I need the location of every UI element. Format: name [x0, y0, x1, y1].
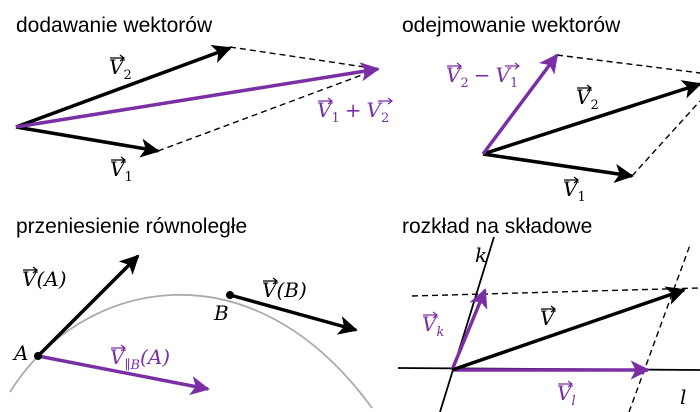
point-a-label: A [12, 341, 28, 365]
axis-k-label: k [475, 243, 487, 267]
point-b-dot [226, 291, 234, 299]
label-difference: V2−V1 [446, 62, 520, 91]
svg-text:V(A): V(A) [22, 267, 67, 291]
vector-v1-arrow [482, 152, 634, 183]
svg-text:Vk: Vk [422, 312, 444, 340]
panel-subtraction: odejmowanie wektorów V2−V1 V2 V1 [402, 14, 700, 205]
label-v: V [540, 305, 557, 330]
curve-path [9, 293, 373, 409]
axis-l-label: l [680, 385, 686, 409]
panel-title-decomposition: rozkład na składowe [402, 215, 592, 238]
svg-text:V1: V1 [563, 177, 586, 205]
vector-vk-arrow [450, 288, 488, 371]
svg-text:V2: V2 [576, 85, 599, 113]
parallelogram-edge-bottom [157, 68, 379, 152]
vector-hat-icon [541, 305, 556, 313]
vector-hat-icon [577, 84, 592, 92]
point-b-label: B [213, 301, 229, 325]
vector-hat-icon [423, 311, 438, 319]
vector-hat-icon [318, 97, 333, 105]
vector-hat-icon [111, 156, 126, 164]
panel-title-subtraction: odejmowanie wektorów [402, 14, 621, 37]
vector-sum-arrow [15, 62, 380, 129]
label-v2: V2 [109, 54, 132, 83]
parallelogram-edge-right [631, 100, 700, 177]
construction-line-horizontal [411, 287, 700, 297]
label-vk: Vk [422, 311, 444, 340]
svg-text:Vl: Vl [557, 381, 576, 409]
vector-v-at-a-arrow [36, 254, 140, 358]
svg-text:V1+V2: V1+V2 [317, 98, 389, 126]
panel-decomposition: rozkład na składowe k l V Vk Vl [397, 215, 700, 412]
vector-v-at-b-arrow [229, 293, 358, 335]
svg-text:V∥B(A): V∥B(A) [110, 345, 170, 373]
label-vl: Vl [557, 380, 576, 409]
point-a-dot [34, 352, 42, 360]
svg-text:V: V [540, 306, 557, 330]
svg-text:V2−V1: V2−V1 [446, 63, 518, 91]
label-sum: V1+V2 [317, 97, 393, 126]
vector-v2-arrow [15, 44, 232, 129]
svg-text:V(B): V(B) [262, 278, 307, 302]
axis-k-line [439, 236, 495, 412]
panel-title-transport: przeniesienie równoległe [16, 215, 247, 238]
vector-hat-icon [110, 54, 125, 62]
parallelogram-edge-top [229, 46, 379, 70]
vector-hat-icon [378, 97, 393, 105]
vector-v2-arrow [482, 80, 700, 156]
vector-hat-icon [558, 380, 573, 388]
label-v-transported: V∥B(A) [110, 344, 170, 373]
vector-v1-arrow [15, 125, 160, 158]
label-v-a: V(A) [22, 266, 67, 291]
label-v-b: V(B) [262, 277, 307, 302]
vector-hat-icon [23, 266, 38, 274]
vector-hat-icon [447, 62, 462, 70]
vector-difference-arrow [481, 53, 559, 156]
vector-transported-arrow [37, 354, 210, 396]
svg-text:V1: V1 [110, 157, 133, 185]
label-v1: V1 [563, 176, 586, 205]
panel-title-addition: dodawanie wektorów [16, 14, 213, 37]
vector-hat-icon [111, 344, 126, 352]
vector-v-arrow [451, 286, 686, 372]
panel-addition: dodawanie wektorów V2 V1 V1+V2 [15, 14, 393, 185]
svg-text:V2: V2 [109, 55, 132, 83]
label-v2: V2 [576, 84, 599, 113]
panel-parallel-transport: przeniesienie równoległe A B V(A) V(B) V… [9, 215, 373, 409]
parallelogram-edge-top [556, 54, 700, 74]
label-v1: V1 [110, 156, 133, 185]
vector-hat-icon [505, 62, 520, 70]
vector-hat-icon [564, 176, 579, 184]
vector-hat-icon [263, 277, 278, 285]
